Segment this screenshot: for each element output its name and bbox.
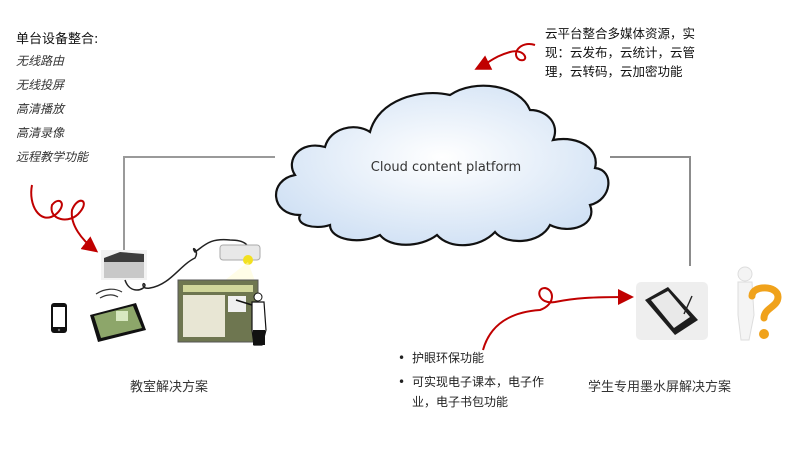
feature-item: 高清录像: [16, 126, 65, 140]
mini-pc-box-icon: [101, 250, 147, 280]
cable-icon: [124, 238, 251, 291]
student-bullets: 护眼环保功能 可实现电子课本，电子作业，电子书包功能: [398, 348, 562, 416]
e-ink-reader-icon: [636, 282, 708, 340]
feature-item: 无线路由: [16, 54, 65, 68]
smartphone-icon: [51, 303, 67, 333]
interactive-whiteboard-icon: [177, 279, 259, 343]
feature-item: 无线投屏: [16, 78, 65, 92]
teacher-figure-icon: [235, 292, 267, 346]
bullet-item: 可实现电子课本，电子作业，电子书包功能: [398, 372, 562, 412]
student-caption: 学生专用墨水屏解决方案: [588, 380, 732, 395]
feature-item: 高清播放: [16, 102, 65, 116]
annotation-arrow-student: [482, 286, 634, 351]
bullet-item: 护眼环保功能: [398, 348, 562, 368]
annotation-arrow-cloud: [474, 43, 536, 70]
thinking-person-question-icon: [737, 266, 782, 341]
connector-right: [610, 156, 691, 266]
cloud-note: 云平台整合多媒体资源，实现：云发布，云统计，云管理，云转码，云加密功能: [545, 26, 696, 79]
feature-list: 无线路由 无线投屏 高清播放 高清录像 远程教学功能: [16, 52, 88, 172]
feature-item: 远程教学功能: [16, 150, 89, 164]
cloud-shape: [275, 84, 610, 247]
tablet-icon: [90, 288, 146, 342]
connector-left: [123, 156, 275, 250]
feature-title: 单台设备整合:: [16, 32, 99, 47]
cloud-label: Cloud content platform: [370, 160, 522, 175]
annotation-arrow-left: [30, 184, 99, 253]
classroom-caption: 教室解决方案: [130, 380, 209, 395]
